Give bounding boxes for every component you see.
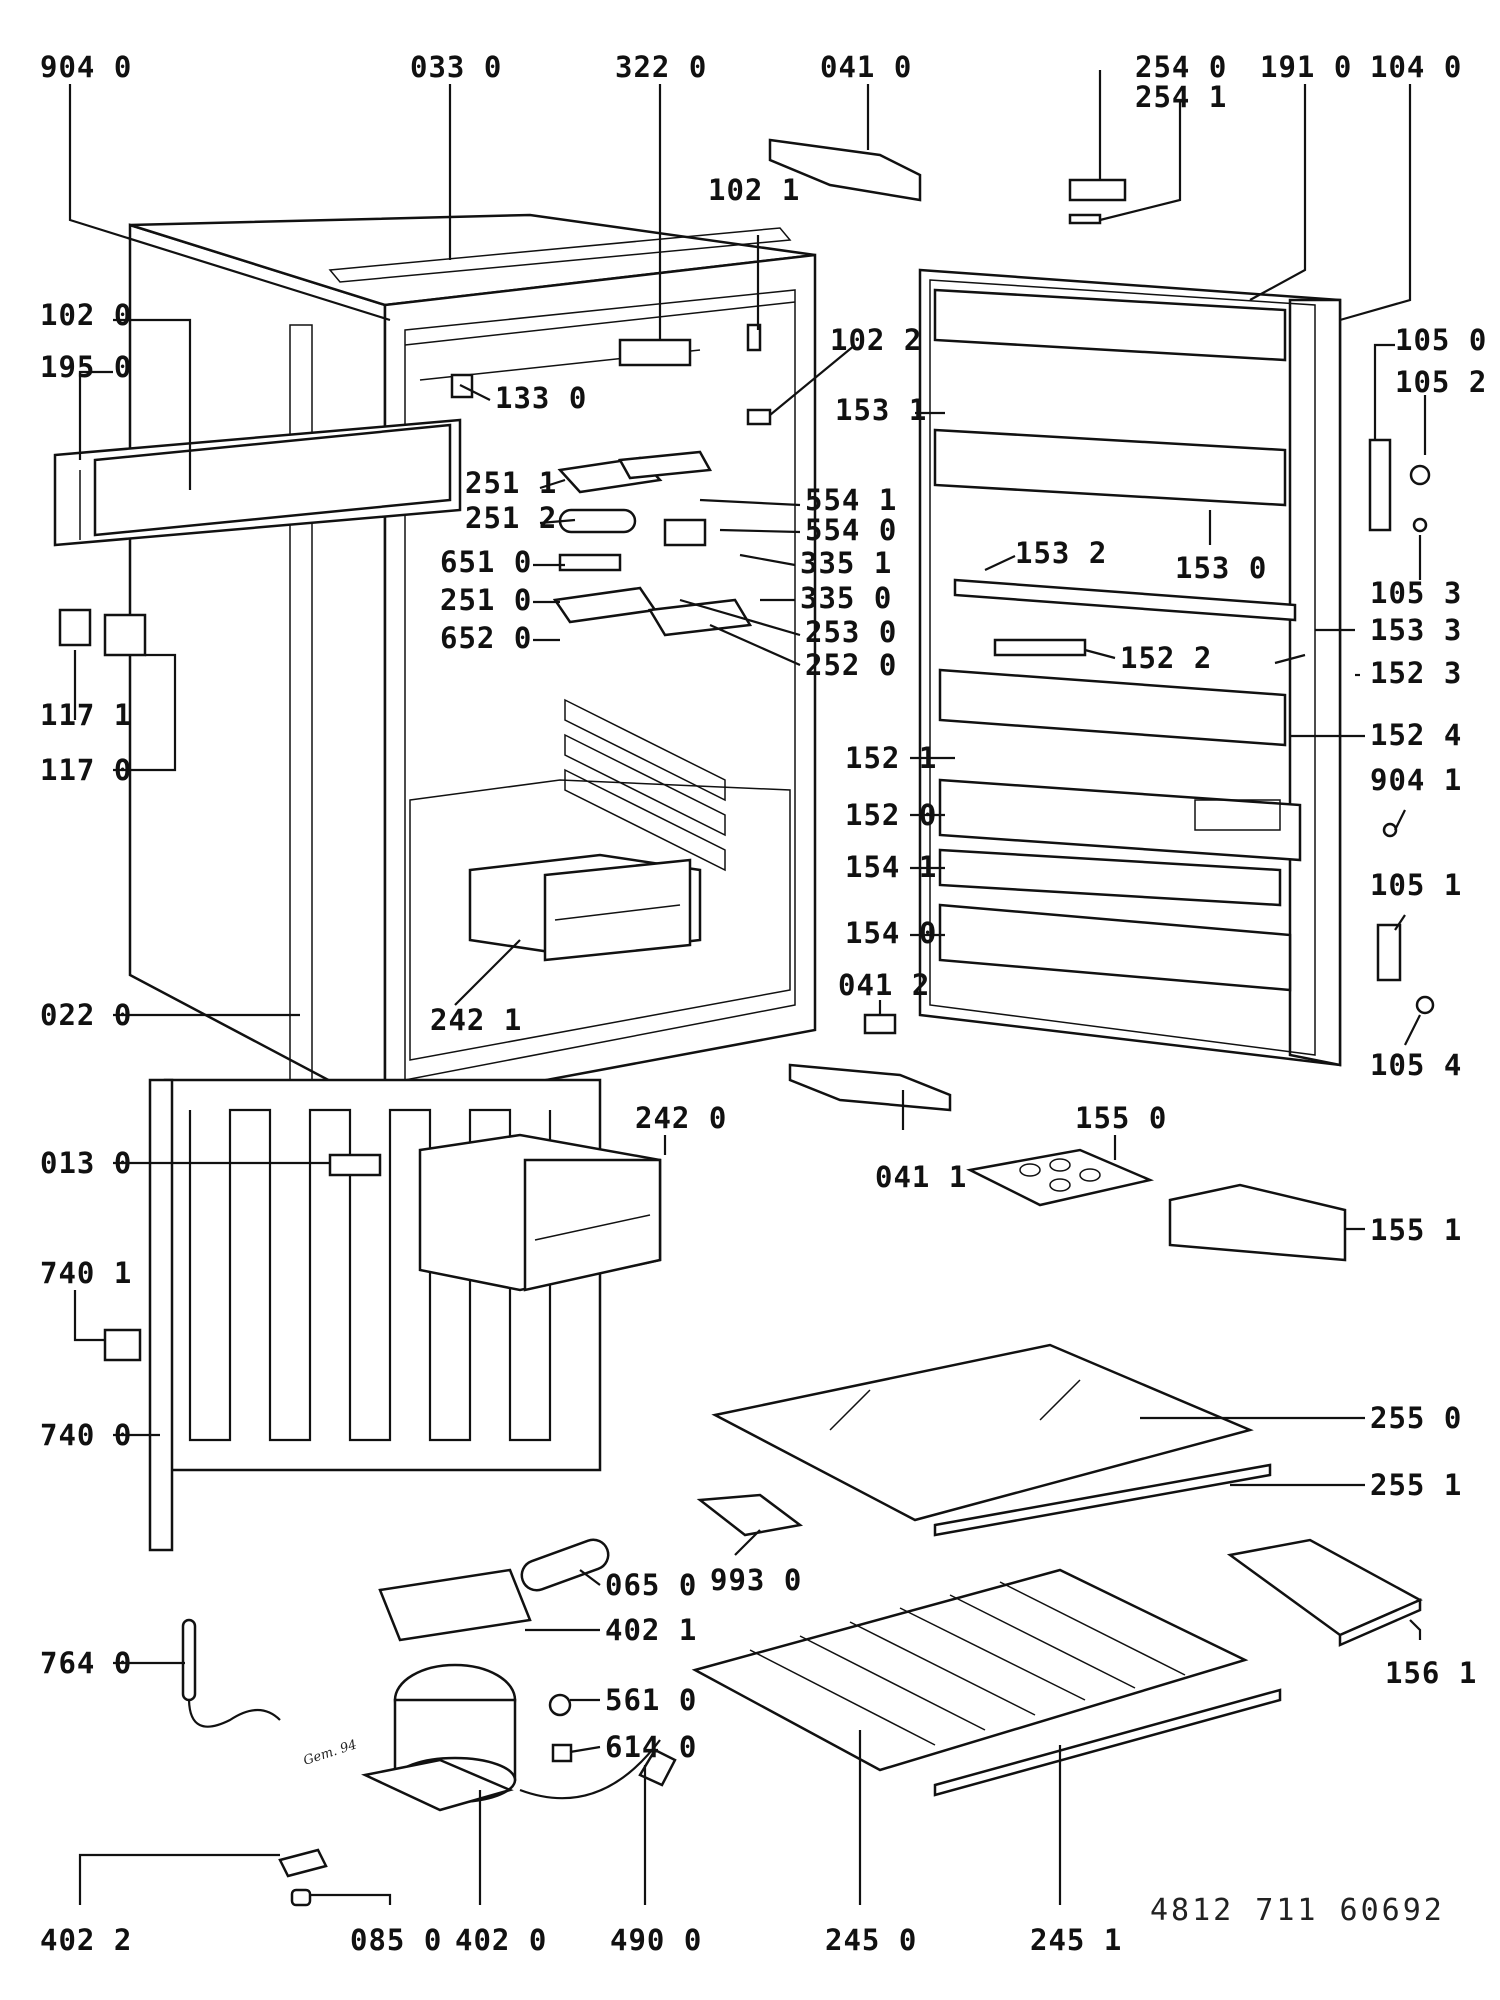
capillary-icon bbox=[181, 1618, 281, 1728]
label-041-0: 041 0 bbox=[820, 50, 912, 84]
label-117-0: 117 0 bbox=[40, 753, 132, 787]
side-clips-icon bbox=[58, 608, 147, 1362]
compressor-icon bbox=[361, 1568, 677, 1812]
refrigerator-door-icon bbox=[918, 268, 1342, 1067]
label-152-1: 152 1 bbox=[845, 741, 937, 775]
label-133-0: 133 0 bbox=[495, 381, 587, 415]
label-105-4: 105 4 bbox=[1370, 1048, 1462, 1082]
cover-panel-icon bbox=[53, 418, 462, 547]
freezer-box-icon bbox=[418, 1133, 662, 1292]
label-614-0: 614 0 bbox=[605, 1730, 697, 1764]
label-335-1: 335 1 bbox=[800, 546, 892, 580]
ice-tray-icon bbox=[1226, 1538, 1423, 1647]
label-652-0: 652 0 bbox=[440, 621, 532, 655]
label-242-0: 242 0 bbox=[635, 1101, 727, 1135]
label-251-0: 251 0 bbox=[440, 583, 532, 617]
part-labels: 904 0 033 0 322 0 041 0 254 0 254 1 191 … bbox=[40, 50, 1487, 1957]
label-154-1: 154 1 bbox=[845, 850, 937, 884]
label-155-0: 155 0 bbox=[1075, 1101, 1167, 1135]
label-022-0: 022 0 bbox=[40, 998, 132, 1032]
label-251-1: 251 1 bbox=[465, 466, 557, 500]
label-102-1: 102 1 bbox=[708, 173, 800, 207]
label-245-0: 245 0 bbox=[825, 1923, 917, 1957]
label-242-1: 242 1 bbox=[430, 1003, 522, 1037]
label-195-0: 195 0 bbox=[40, 350, 132, 384]
butter-box-icon bbox=[1168, 1183, 1347, 1262]
label-102-2: 102 2 bbox=[830, 323, 922, 357]
label-153-2: 153 2 bbox=[1015, 536, 1107, 570]
label-904-0: 904 0 bbox=[40, 50, 132, 84]
label-402-2: 402 2 bbox=[40, 1923, 132, 1957]
label-105-1: 105 1 bbox=[1370, 868, 1462, 902]
label-013-0: 013 0 bbox=[40, 1146, 132, 1180]
label-153-3: 153 3 bbox=[1370, 613, 1462, 647]
scraper-icon bbox=[696, 1493, 804, 1537]
label-102-0: 102 0 bbox=[40, 298, 132, 332]
label-155-1: 155 1 bbox=[1370, 1213, 1462, 1247]
label-085-0: 085 0 bbox=[350, 1923, 442, 1957]
label-152-4: 152 4 bbox=[1370, 718, 1462, 752]
label-402-0: 402 0 bbox=[455, 1923, 547, 1957]
label-254-0: 254 0 bbox=[1135, 50, 1227, 84]
grommet-icon bbox=[290, 1888, 312, 1907]
handwritten-note: Gem. 94 bbox=[302, 1737, 359, 1768]
label-651-0: 651 0 bbox=[440, 545, 532, 579]
label-554-0: 554 0 bbox=[805, 513, 897, 547]
label-065-0: 065 0 bbox=[605, 1568, 697, 1602]
label-153-0: 153 0 bbox=[1175, 551, 1267, 585]
label-251-2: 251 2 bbox=[465, 501, 557, 535]
label-554-1: 554 1 bbox=[805, 483, 897, 517]
drawing-code: 4812 711 60692 bbox=[1150, 1893, 1445, 1928]
label-152-2: 152 2 bbox=[1120, 641, 1212, 675]
label-156-1: 156 1 bbox=[1385, 1656, 1477, 1690]
label-764-0: 764 0 bbox=[40, 1646, 132, 1680]
label-904-1: 904 1 bbox=[1370, 763, 1462, 797]
label-255-0: 255 0 bbox=[1370, 1401, 1462, 1435]
label-561-0: 561 0 bbox=[605, 1683, 697, 1717]
label-402-1: 402 1 bbox=[605, 1613, 697, 1647]
hinge-icon bbox=[768, 138, 1435, 1112]
label-154-0: 154 0 bbox=[845, 916, 937, 950]
refrigerator-cabinet-icon bbox=[128, 213, 817, 1136]
egg-tray-icon bbox=[966, 1148, 1155, 1207]
label-253-0: 253 0 bbox=[805, 615, 897, 649]
label-993-0: 993 0 bbox=[710, 1563, 802, 1597]
wire-shelf-icon bbox=[691, 1568, 1282, 1797]
label-152-0: 152 0 bbox=[845, 798, 937, 832]
label-254-1: 254 1 bbox=[1135, 80, 1227, 114]
label-033-0: 033 0 bbox=[410, 50, 502, 84]
glass-shelf-icon bbox=[711, 1343, 1272, 1537]
tube-icon bbox=[520, 1538, 610, 1592]
label-152-3: 152 3 bbox=[1370, 656, 1462, 690]
label-740-0: 740 0 bbox=[40, 1418, 132, 1452]
label-117-1: 117 1 bbox=[40, 698, 132, 732]
label-191-0: 191 0 bbox=[1260, 50, 1352, 84]
label-105-0: 105 0 bbox=[1395, 323, 1487, 357]
label-153-1: 153 1 bbox=[835, 393, 927, 427]
bracket-icon bbox=[328, 1153, 382, 1177]
label-255-1: 255 1 bbox=[1370, 1468, 1462, 1502]
clip-icon bbox=[278, 1848, 328, 1878]
label-104-0: 104 0 bbox=[1370, 50, 1462, 84]
label-252-0: 252 0 bbox=[805, 648, 897, 682]
label-335-0: 335 0 bbox=[800, 581, 892, 615]
label-105-3: 105 3 bbox=[1370, 576, 1462, 610]
label-105-2: 105 2 bbox=[1395, 365, 1487, 399]
label-740-1: 740 1 bbox=[40, 1256, 132, 1290]
label-322-0: 322 0 bbox=[615, 50, 707, 84]
leader-lines bbox=[68, 70, 1427, 1905]
label-041-1: 041 1 bbox=[875, 1160, 967, 1194]
cabinet-fittings bbox=[450, 323, 772, 962]
label-245-1: 245 1 bbox=[1030, 1923, 1122, 1957]
label-490-0: 490 0 bbox=[610, 1923, 702, 1957]
label-041-2: 041 2 bbox=[838, 968, 930, 1002]
